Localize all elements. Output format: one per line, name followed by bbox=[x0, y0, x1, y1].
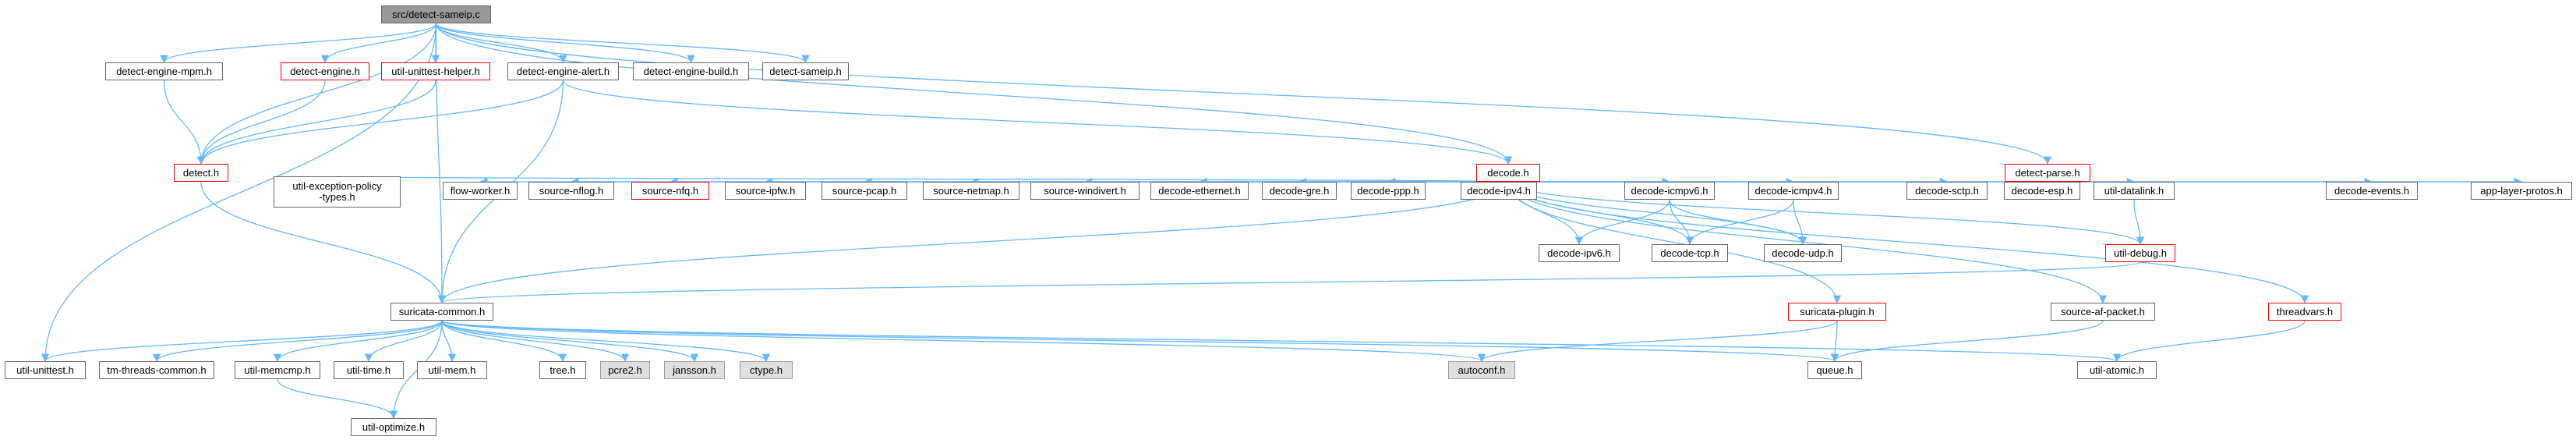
node-pcre2: pcre2.h bbox=[600, 361, 650, 379]
edge-util-debug-to-suricata-common bbox=[438, 261, 2141, 304]
edge-suricata-plugin-to-queue bbox=[1830, 320, 1839, 363]
node-util-unittest[interactable]: util-unittest.h bbox=[5, 361, 86, 379]
node-util-exception-policy-types[interactable]: util-exception-policy -types.h bbox=[274, 176, 401, 208]
node-app-layer-protos[interactable]: app-layer-protos.h bbox=[2471, 182, 2572, 200]
node-source-pcap[interactable]: source-pcap.h bbox=[822, 182, 907, 200]
node-util-unittest-helper[interactable]: util-unittest-helper.h bbox=[381, 62, 490, 80]
node-util-datalink[interactable]: util-datalink.h bbox=[2094, 182, 2175, 200]
edge-root-to-detect-sameip bbox=[435, 23, 810, 64]
node-decode-icmpv4[interactable]: decode-icmpv4.h bbox=[1748, 182, 1839, 200]
edge-decode-to-suricata-plugin bbox=[1507, 181, 1842, 304]
node-decode-gre[interactable]: decode-gre.h bbox=[1262, 182, 1337, 200]
edge-suricata-common-to-util-atomic bbox=[441, 320, 2121, 363]
node-autoconf: autoconf.h bbox=[1448, 361, 1515, 379]
edge-suricata-common-to-tree bbox=[441, 320, 567, 363]
edge-suricata-common-to-queue bbox=[441, 320, 1839, 363]
edge-util-memcmp-to-util-optimize bbox=[277, 378, 398, 420]
edge-decode-to-util-exception-policy-types bbox=[336, 176, 1509, 185]
edge-suricata-common-to-ctype bbox=[441, 320, 771, 363]
edge-detect-engine-alert-to-detect bbox=[196, 80, 564, 165]
edge-decode-icmpv4-to-decode-tcp bbox=[1685, 199, 1794, 246]
edge-root-to-detect-engine-mpm bbox=[160, 23, 437, 64]
node-source-netmap[interactable]: source-netmap.h bbox=[923, 182, 1019, 200]
node-util-optimize[interactable]: util-optimize.h bbox=[351, 418, 436, 436]
node-root: src/detect-sameip.c bbox=[381, 5, 491, 23]
node-source-nflog[interactable]: source-nflog.h bbox=[528, 182, 614, 200]
edge-suricata-common-to-jansson bbox=[441, 320, 699, 363]
node-source-windivert[interactable]: source-windivert.h bbox=[1030, 182, 1140, 200]
node-suricata-common[interactable]: suricata-common.h bbox=[390, 303, 493, 321]
node-suricata-plugin[interactable]: suricata-plugin.h bbox=[1788, 303, 1886, 321]
node-detect-parse[interactable]: detect-parse.h bbox=[2005, 164, 2090, 182]
node-tm-threads-common[interactable]: tm-threads-common.h bbox=[99, 361, 214, 379]
edge-suricata-common-to-pcre2 bbox=[441, 320, 630, 363]
edge-root-to-detect-engine bbox=[320, 23, 437, 64]
node-detect-engine-build[interactable]: detect-engine-build.h bbox=[633, 62, 749, 80]
edge-suricata-common-to-util-time bbox=[364, 320, 443, 363]
node-decode-ipv4[interactable]: decode-ipv4.h bbox=[1461, 182, 1537, 200]
edge-suricata-common-to-tm-threads-common bbox=[152, 320, 443, 363]
node-util-atomic[interactable]: util-atomic.h bbox=[2077, 361, 2157, 379]
node-util-mem[interactable]: util-mem.h bbox=[417, 361, 487, 379]
edge-detect-to-suricata-common bbox=[200, 181, 447, 304]
node-decode-sctp[interactable]: decode-sctp.h bbox=[1906, 182, 1988, 200]
node-decode[interactable]: decode.h bbox=[1476, 164, 1540, 182]
node-decode-esp[interactable]: decode-esp.h bbox=[2004, 182, 2080, 200]
node-ctype: ctype.h bbox=[740, 361, 793, 379]
node-util-time[interactable]: util-time.h bbox=[334, 361, 404, 379]
edge-detect-engine-to-detect bbox=[196, 80, 326, 165]
node-decode-udp[interactable]: decode-udp.h bbox=[1764, 244, 1842, 262]
edge-suricata-common-to-util-unittest bbox=[41, 320, 443, 363]
node-queue[interactable]: queue.h bbox=[1807, 361, 1862, 379]
edge-decode-icmpv6-to-decode-udp bbox=[1669, 199, 1807, 246]
edge-util-unittest-helper-to-detect bbox=[196, 80, 436, 165]
edge-source-af-packet-to-queue bbox=[1830, 320, 2104, 363]
node-source-af-packet[interactable]: source-af-packet.h bbox=[2051, 303, 2155, 321]
node-decode-events[interactable]: decode-events.h bbox=[2326, 182, 2418, 200]
node-detect-sameip[interactable]: detect-sameip.h bbox=[762, 62, 849, 80]
node-detect-engine-mpm[interactable]: detect-engine-mpm.h bbox=[105, 62, 223, 80]
edge-decode-icmpv6-to-decode-ipv6 bbox=[1574, 199, 1670, 246]
node-util-memcmp[interactable]: util-memcmp.h bbox=[235, 361, 320, 379]
edge-root-to-util-unittest bbox=[41, 23, 437, 363]
edge-detect-engine-mpm-to-detect bbox=[163, 80, 206, 165]
node-decode-tcp[interactable]: decode-tcp.h bbox=[1652, 244, 1728, 262]
node-flow-worker[interactable]: flow-worker.h bbox=[443, 182, 518, 200]
node-decode-ipv6[interactable]: decode-ipv6.h bbox=[1539, 244, 1620, 262]
edge-decode-icmpv4-to-decode-udp bbox=[1793, 199, 1807, 246]
edge-root-to-detect bbox=[196, 23, 437, 165]
edge-decode-to-suricata-common bbox=[437, 181, 1509, 304]
node-util-debug[interactable]: util-debug.h bbox=[2105, 244, 2175, 262]
edge-suricata-common-to-autoconf bbox=[441, 320, 1486, 363]
edge-root-to-detect-engine-alert bbox=[435, 23, 567, 64]
node-source-ipfw[interactable]: source-ipfw.h bbox=[725, 182, 806, 200]
node-decode-ethernet[interactable]: decode-ethernet.h bbox=[1150, 182, 1249, 200]
edge-root-to-detect-engine-build bbox=[435, 23, 695, 64]
edge-threadvars-to-util-atomic bbox=[2112, 320, 2306, 363]
node-detect-engine-alert[interactable]: detect-engine-alert.h bbox=[507, 62, 619, 80]
edge-detect-engine-alert-to-decode bbox=[562, 80, 1512, 165]
node-detect[interactable]: detect.h bbox=[174, 164, 228, 182]
node-tree[interactable]: tree.h bbox=[539, 361, 586, 379]
edge-decode-to-threadvars bbox=[1507, 181, 2309, 304]
edge-suricata-common-to-util-memcmp bbox=[273, 320, 443, 363]
node-decode-ppp[interactable]: decode-ppp.h bbox=[1351, 182, 1426, 200]
edge-root-to-detect-parse bbox=[435, 23, 2051, 165]
edge-util-datalink-to-util-debug bbox=[2133, 199, 2145, 246]
node-jansson: jansson.h bbox=[664, 361, 725, 379]
node-decode-icmpv6[interactable]: decode-icmpv6.h bbox=[1624, 182, 1715, 200]
edge-decode-to-util-debug bbox=[1507, 181, 2145, 246]
node-detect-engine[interactable]: detect-engine.h bbox=[281, 62, 369, 80]
edge-root-to-decode bbox=[435, 23, 1513, 165]
node-source-nfq[interactable]: source-nfq.h bbox=[631, 182, 709, 200]
edge-suricata-plugin-to-autoconf bbox=[1477, 320, 1838, 363]
node-threadvars[interactable]: threadvars.h bbox=[2268, 303, 2341, 321]
